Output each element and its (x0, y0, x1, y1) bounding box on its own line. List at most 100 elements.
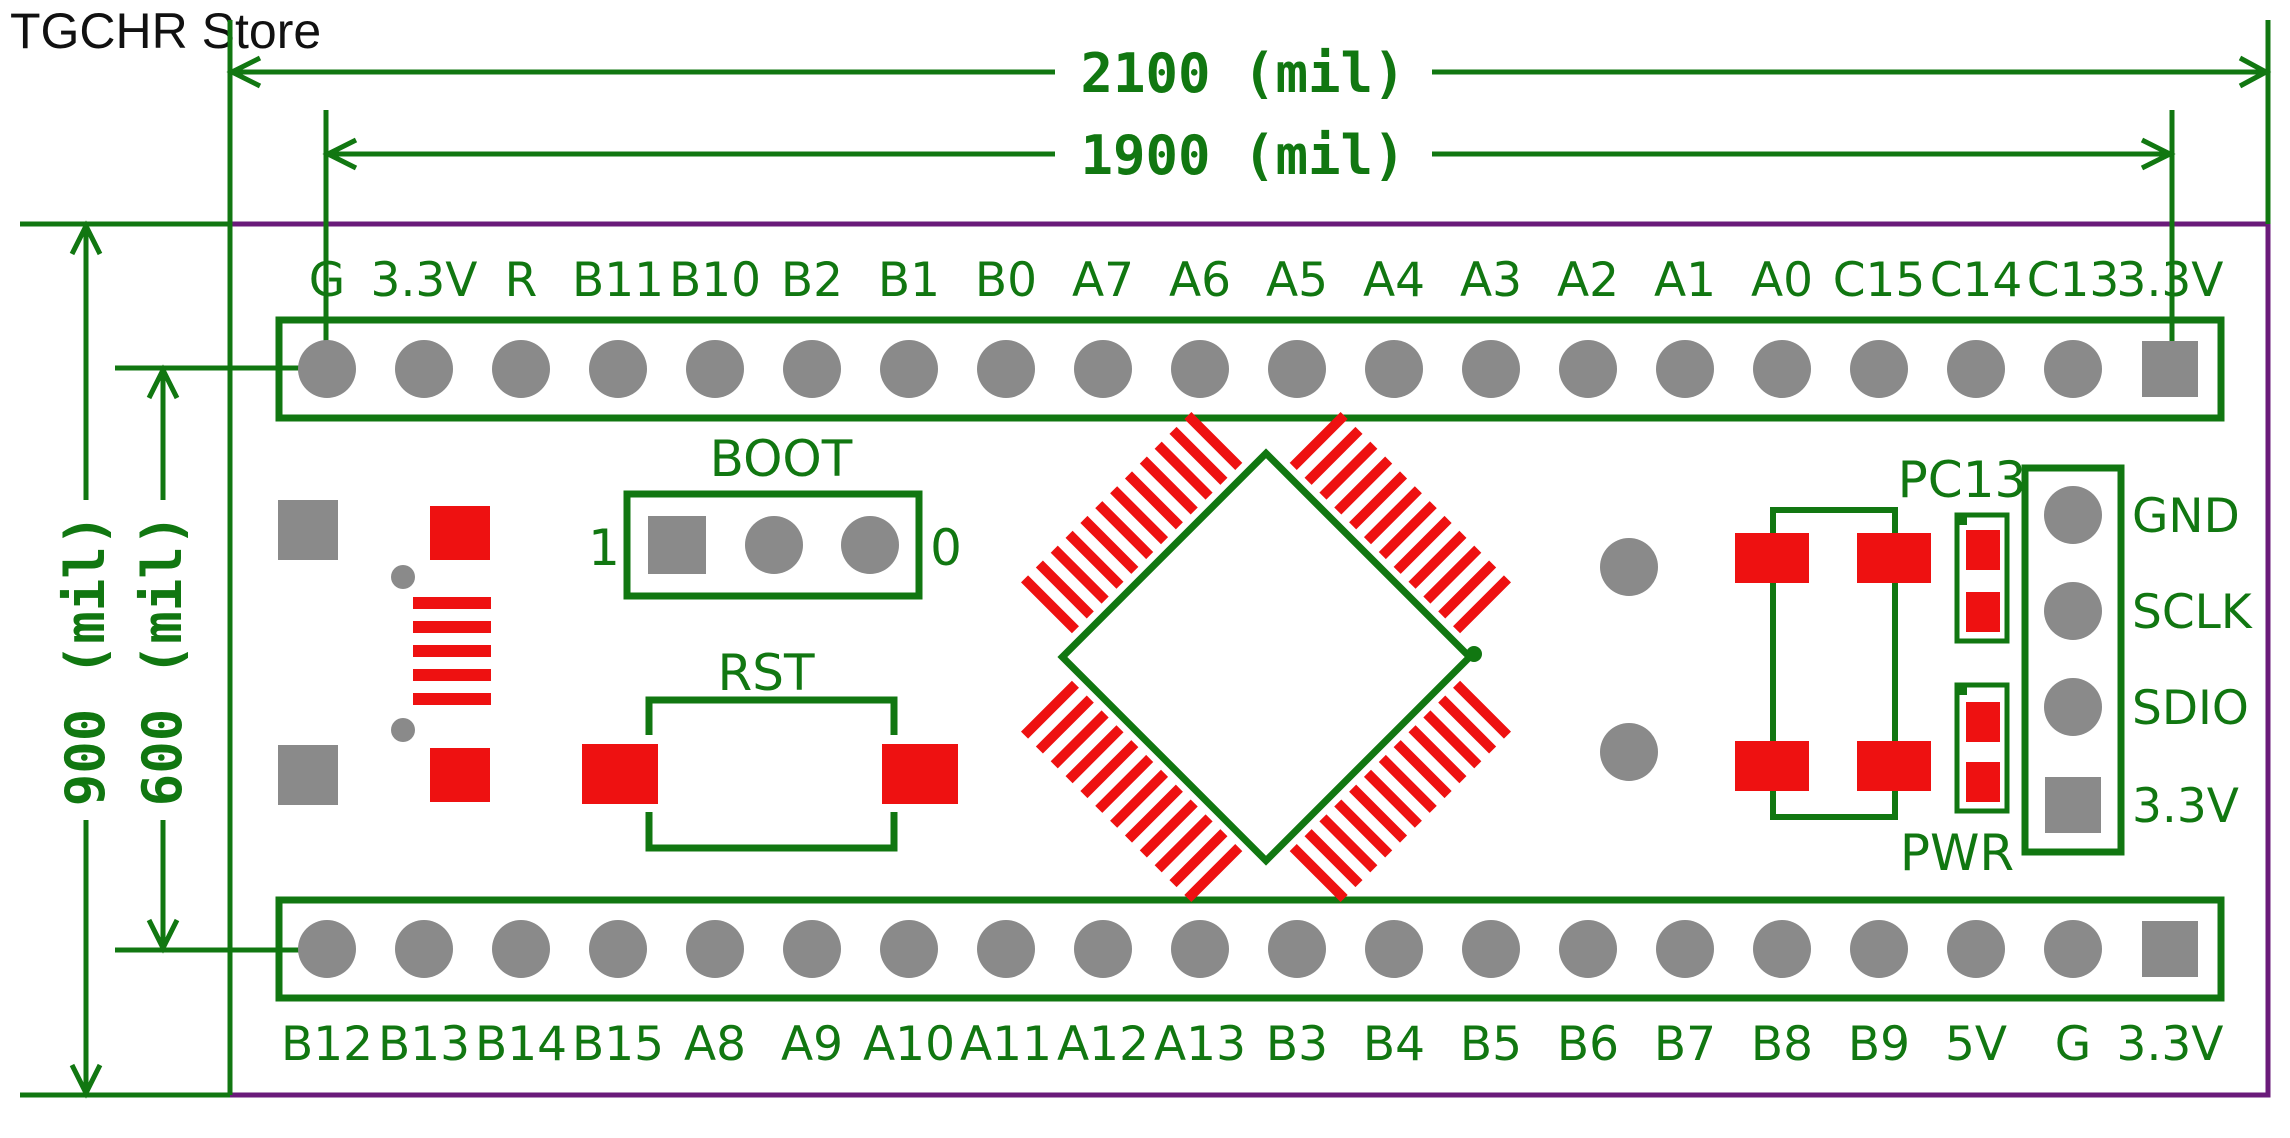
bottom-header-pin (298, 920, 356, 978)
mcu-pad (1065, 725, 1124, 784)
mcu-pad (1393, 740, 1452, 799)
reset-pad-right (882, 744, 958, 804)
mcu-pad (1334, 799, 1393, 858)
bottom-header-pin-label: B9 (1848, 1017, 1910, 1072)
bottom-header-pin-label: A8 (684, 1017, 746, 1072)
usb-connector (278, 500, 491, 805)
pc13-marker (1957, 515, 1967, 525)
mcu-pad (1035, 560, 1094, 619)
bottom-header-pin (1462, 920, 1520, 978)
top-header-pin (1947, 340, 2005, 398)
swd-pin-label: SDIO (2132, 681, 2249, 736)
inner-height-dimension (115, 364, 326, 954)
top-header-pin-label: R (505, 253, 538, 308)
mcu-pad (1378, 501, 1437, 560)
bottom-header-pin-label: B15 (572, 1017, 664, 1072)
usb-mount-pad-top (278, 500, 338, 560)
mcu-pad (1095, 754, 1154, 813)
mcu-pad (1050, 710, 1109, 769)
bottom-header-pin-label: A12 (1057, 1017, 1149, 1072)
mcu-pad (1363, 486, 1422, 545)
top-header-pin (395, 340, 453, 398)
swd-pin-label: GND (2132, 489, 2240, 544)
mcu-pad (1423, 710, 1482, 769)
top-header-pin (880, 340, 938, 398)
mcu-pad (1169, 426, 1228, 485)
mcu-pad (1349, 471, 1408, 530)
bottom-header-pin-label: 5V (1945, 1017, 2007, 1072)
bottom-header-pin-label: A10 (863, 1017, 955, 1072)
mcu-pad (1334, 456, 1393, 515)
reset-button: RST (582, 644, 958, 852)
top-header-pin (977, 340, 1035, 398)
mcu-chip (1020, 411, 1512, 903)
bottom-header-pin-label: B7 (1654, 1017, 1716, 1072)
bottom-header-pin (2044, 920, 2102, 978)
top-header-pin-label: B1 (878, 253, 940, 308)
pc13-outline (1954, 512, 2010, 644)
usb-signal-pad (413, 693, 491, 705)
mcu-pad (1289, 844, 1348, 903)
smd-pad (1857, 533, 1931, 583)
outer-width-dimension (226, 20, 2272, 1095)
outer-height-dimension (20, 220, 230, 1099)
bottom-header-pin-label: B4 (1363, 1017, 1425, 1072)
inner-width-dimension (322, 110, 2176, 370)
top-header-pin (1462, 340, 1520, 398)
top-header-pin-label: C13 (2027, 253, 2120, 308)
bottom-header-pin (1171, 920, 1229, 978)
pwr-led: PWR (1900, 682, 2014, 882)
mcu-pad (1110, 486, 1169, 545)
pwr-outline (1954, 682, 2010, 814)
top-header-pin (1559, 340, 1617, 398)
mcu-pad (1065, 530, 1124, 589)
bottom-header-pin (1365, 920, 1423, 978)
smd-component-right (1735, 507, 1931, 820)
swd-pin (2044, 678, 2102, 736)
swd-pin (2044, 582, 2102, 640)
top-header-outline (275, 316, 2225, 422)
bottom-header-pin-label: A11 (960, 1017, 1052, 1072)
boot-jumper: BOOT 1 0 (588, 430, 962, 600)
pc13-pad-top (1966, 530, 2000, 570)
mcu-pad (1304, 426, 1363, 485)
mcu-pad (1184, 411, 1243, 470)
mcu-pad (1408, 725, 1467, 784)
top-header-pin (1656, 340, 1714, 398)
usb-shield-pad-top (430, 506, 490, 560)
mcu-pad (1124, 471, 1183, 530)
mcu-pad (1304, 829, 1363, 888)
outer-width-label: 2100 (mil) (1080, 42, 1405, 105)
pc13-pad-bottom (1966, 592, 2000, 632)
usb-signal-pad (413, 669, 491, 681)
swd-outline (2021, 464, 2125, 856)
top-header-pin (1171, 340, 1229, 398)
top-header-pin-label: B10 (669, 253, 761, 308)
bottom-header-pin-label: B5 (1460, 1017, 1522, 1072)
bottom-header-pin (1753, 920, 1811, 978)
mcu-pad (1139, 799, 1198, 858)
pwr-label: PWR (1900, 824, 2014, 882)
top-header-pin-label: 3.3V (371, 253, 478, 308)
mcu-pad (1110, 769, 1169, 828)
top-header-pin-label: A0 (1751, 253, 1813, 308)
bottom-header-pin-label: G (2055, 1017, 2091, 1072)
bottom-header-pin-label: B12 (281, 1017, 373, 1072)
boot-right-label: 0 (930, 519, 962, 577)
top-header-pin (1365, 340, 1423, 398)
swd-pin-label: SCLK (2132, 585, 2253, 640)
swd-pin-square (2045, 777, 2101, 833)
smd-pad (1735, 533, 1809, 583)
bottom-header-pin (589, 920, 647, 978)
usb-signal-pad (413, 597, 491, 609)
bottom-header-pin (1268, 920, 1326, 978)
pwr-pad-top (1966, 702, 2000, 742)
mcu-pad (1139, 456, 1198, 515)
smd-pad (1735, 741, 1809, 791)
bottom-header-pin (1074, 920, 1132, 978)
top-header-pin-label: C15 (1833, 253, 1926, 308)
bottom-header-pin (395, 920, 453, 978)
